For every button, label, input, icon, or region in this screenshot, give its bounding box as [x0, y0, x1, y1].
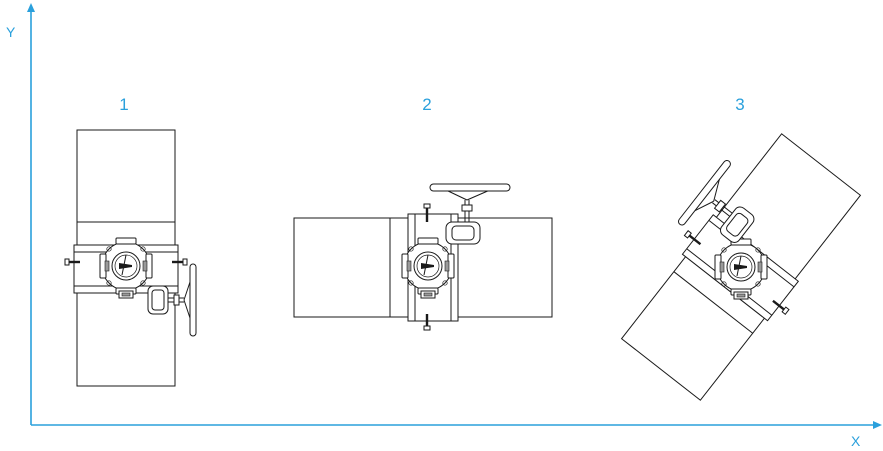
- position-3-label: 3: [735, 95, 744, 114]
- y-axis-label: Y: [6, 24, 16, 40]
- handwheel-icon: [677, 160, 755, 243]
- position-2-label: 2: [422, 95, 431, 114]
- coordinate-axes: Y X: [6, 3, 882, 449]
- valve-position-1: [64, 129, 197, 387]
- x-axis-arrow-icon: [873, 421, 882, 429]
- position-1-label: 1: [119, 95, 128, 114]
- x-axis-label: X: [851, 433, 861, 449]
- valve-position-2: [293, 183, 553, 331]
- y-axis-arrow-icon: [27, 3, 35, 12]
- valve-position-3: [620, 133, 862, 401]
- handwheel-icon: [429, 183, 511, 245]
